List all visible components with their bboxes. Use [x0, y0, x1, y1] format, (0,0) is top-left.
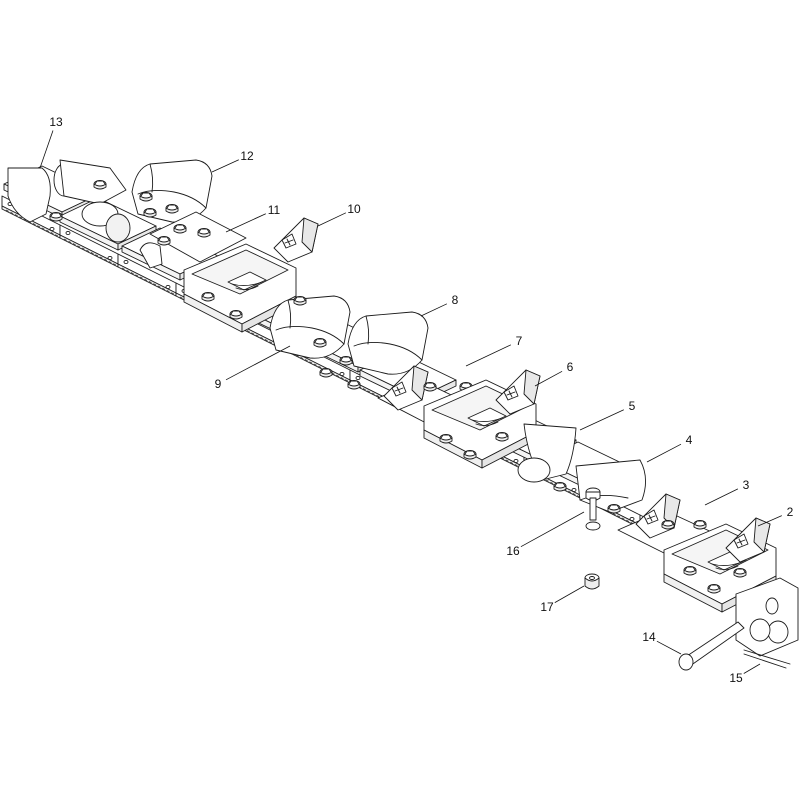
callout-15: 15 — [729, 663, 761, 685]
callout-layer: 13 12 11 10 8 9 7 6 5 4 3 2 16 17 14 15 — [39, 115, 794, 685]
callout-number: 5 — [629, 399, 636, 413]
callout-4: 4 — [646, 433, 693, 463]
callout-number: 6 — [567, 360, 574, 374]
callout-number: 13 — [49, 115, 63, 129]
callout-number: 4 — [686, 433, 693, 447]
callout-leader-line — [646, 443, 682, 463]
callout-number: 7 — [516, 334, 523, 348]
callout-leader-line — [656, 640, 682, 655]
callout-leader-line — [317, 212, 347, 227]
callout-14: 14 — [642, 630, 682, 655]
callout-10: 10 — [317, 202, 361, 227]
callout-leader-line — [39, 130, 54, 169]
callout-12: 12 — [211, 149, 254, 173]
part-12-scoop — [131, 159, 213, 223]
part-16-bolt — [585, 487, 601, 531]
callout-number: 2 — [787, 505, 794, 519]
callout-leader-line — [225, 345, 291, 381]
part-11-plate — [139, 211, 247, 269]
chain-front-end — [735, 577, 799, 657]
callout-leader-line — [554, 585, 585, 603]
callout-leader-line — [420, 303, 448, 317]
callout-leader-line — [225, 213, 266, 233]
part-15-cotter-pin — [743, 649, 791, 669]
callout-3: 3 — [704, 478, 750, 506]
callout-leader-line — [757, 515, 782, 527]
part-17-nut — [584, 573, 600, 590]
callout-number: 14 — [642, 630, 656, 644]
callout-number: 17 — [540, 600, 554, 614]
callout-number: 8 — [452, 293, 459, 307]
callout-17: 17 — [540, 585, 585, 614]
callout-leader-line — [743, 663, 761, 674]
callout-number: 15 — [729, 671, 743, 685]
callout-7: 7 — [465, 334, 523, 367]
callout-9: 9 — [215, 345, 291, 391]
callout-leader-line — [579, 409, 624, 431]
callout-16: 16 — [506, 511, 585, 558]
callout-number: 11 — [268, 203, 281, 217]
callout-number: 16 — [506, 544, 520, 558]
callout-leader-line — [211, 159, 239, 173]
callout-2: 2 — [757, 505, 794, 527]
callout-leader-line — [704, 488, 739, 506]
callout-6: 6 — [534, 360, 574, 387]
callout-8: 8 — [420, 293, 459, 317]
callout-leader-line — [534, 370, 563, 387]
callout-leader-line — [520, 511, 585, 548]
callout-number: 3 — [743, 478, 750, 492]
part-5-guard — [517, 423, 577, 483]
part-14-pin — [678, 621, 745, 671]
callout-5: 5 — [579, 399, 636, 431]
part-13-rear-bracket — [7, 159, 131, 243]
callout-number: 9 — [215, 377, 222, 391]
callout-number: 10 — [347, 202, 361, 216]
callout-13: 13 — [39, 115, 63, 169]
callout-leader-line — [465, 344, 512, 367]
callout-number: 12 — [240, 149, 254, 163]
callout-11: 11 — [225, 203, 281, 233]
